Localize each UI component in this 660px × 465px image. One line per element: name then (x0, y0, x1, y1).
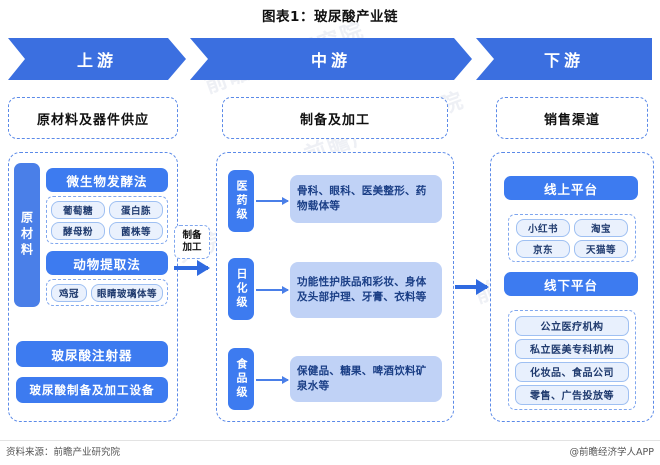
midstream-arrow-0 (256, 196, 289, 205)
downstream-offline-title[interactable]: 线下平台 (504, 272, 638, 296)
connector-1-label: 制备 加工 (174, 225, 210, 259)
tag[interactable]: 葡萄糖 (51, 200, 105, 219)
chart-title: 图表1：玻尿酸产业链 (262, 9, 398, 25)
midstream-arrow-1 (256, 285, 289, 294)
midstream-grade-2[interactable]: 食品级 (228, 348, 254, 410)
midstream-grade-0[interactable]: 医药级 (228, 170, 254, 232)
upstream-raw-material-label: 原材料 (14, 163, 40, 307)
tag[interactable]: 菌株等 (109, 221, 163, 240)
connector-1-label-line1: 制备 (182, 230, 202, 242)
upstream-item-1[interactable]: 玻尿酸制备及加工设备 (16, 377, 168, 403)
footer-source: 资料来源：前瞻产业研究院 (6, 447, 121, 458)
list-item[interactable]: 零售、广告投放等 (515, 384, 629, 405)
footer-divider (0, 440, 660, 441)
stage-upstream-label: 上游 (76, 51, 117, 70)
stage-upstream[interactable]: 上游 (8, 38, 186, 80)
list-item[interactable]: 公立医疗机构 (515, 315, 629, 336)
stage-downstream[interactable]: 下游 (476, 38, 652, 80)
midstream-grade-1[interactable]: 日化级 (228, 258, 254, 320)
tag[interactable]: 小红书 (516, 218, 570, 237)
upstream-item-0[interactable]: 玻尿酸注射器 (16, 341, 168, 367)
connector-2-arrow (455, 279, 489, 295)
midstream-content-0: 骨科、眼科、医美整形、药物载体等 (290, 175, 442, 223)
downstream-online-tags: 小红书 淘宝 京东 天猫等 (508, 214, 636, 262)
footer-credit: @前瞻经济学人APP (569, 447, 654, 458)
midstream-content-1: 功能性护肤品和彩妆、身体及头部护理、牙膏、衣料等 (290, 262, 442, 318)
stage-midstream[interactable]: 中游 (190, 38, 472, 80)
upstream-head: 原材料及器件供应 (8, 97, 178, 139)
downstream-offline-list: 公立医疗机构 私立医美专科机构 化妆品、食品公司 零售、广告投放等 (508, 310, 636, 410)
upstream-tag-group-1: 鸡冠 眼睛玻璃体等 (46, 279, 168, 306)
midstream-arrow-2 (256, 375, 289, 384)
stage-band: 上游 中游 下游 (8, 38, 652, 80)
upstream-block-title-0[interactable]: 微生物发酵法 (46, 168, 168, 192)
connector-1-label-line2: 加工 (182, 242, 202, 253)
tag[interactable]: 蛋白胨 (109, 200, 163, 219)
tag[interactable]: 京东 (516, 239, 570, 258)
tag[interactable]: 酵母粉 (51, 221, 105, 240)
list-item[interactable]: 私立医美专科机构 (515, 338, 629, 359)
tag[interactable]: 天猫等 (574, 239, 628, 258)
downstream-head: 销售渠道 (496, 97, 648, 139)
tag[interactable]: 鸡冠 (51, 283, 87, 302)
downstream-online-title[interactable]: 线上平台 (504, 176, 638, 200)
upstream-block-title-1[interactable]: 动物提取法 (46, 251, 168, 275)
midstream-head: 制备及加工 (222, 97, 448, 139)
tag[interactable]: 眼睛玻璃体等 (91, 283, 163, 302)
connector-1-arrow (174, 260, 210, 276)
stage-downstream-label: 下游 (543, 51, 584, 70)
stage-midstream-label: 中游 (310, 51, 351, 70)
upstream-tag-group-0: 葡萄糖 蛋白胨 酵母粉 菌株等 (46, 196, 168, 244)
tag[interactable]: 淘宝 (574, 218, 628, 237)
midstream-content-2: 保健品、糖果、啤酒饮料矿泉水等 (290, 356, 442, 402)
list-item[interactable]: 化妆品、食品公司 (515, 361, 629, 382)
